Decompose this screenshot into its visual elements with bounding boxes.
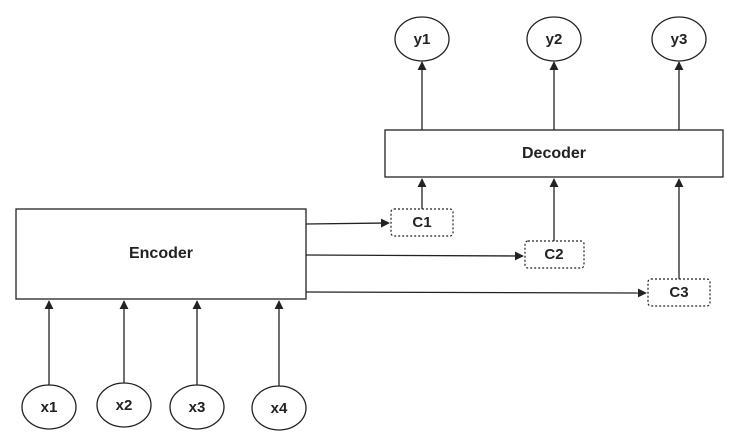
arrow-encoder-to-c1 [305,218,390,228]
input-node-x4: x4 [251,385,307,431]
context-node-c1: C1 [390,208,454,237]
decoder-label: Decoder [522,145,586,162]
context-label: C1 [412,214,431,231]
output-node-y1: y1 [394,16,450,62]
context-node-c2: C2 [524,240,585,269]
encoder-label: Encoder [129,245,193,262]
output-label: y2 [546,31,563,48]
output-label: y1 [414,31,431,48]
context-node-c3: C3 [647,278,711,307]
input-label: x4 [271,400,288,417]
output-node-y3: y3 [651,16,707,62]
input-label: x2 [116,397,133,414]
output-label: y3 [671,31,688,48]
decoder-block: Decoder [384,129,724,178]
context-label: C3 [669,284,688,301]
input-label: x1 [41,399,58,416]
arrow-encoder-to-c2 [305,251,524,261]
input-node-x1: x1 [21,384,77,430]
context-label: C2 [544,246,563,263]
input-label: x3 [189,399,206,416]
arrow-encoder-to-c3 [305,288,647,298]
encoder-block: Encoder [15,208,307,300]
input-node-x2: x2 [96,382,152,428]
input-node-x3: x3 [169,384,225,430]
output-node-y2: y2 [526,16,582,62]
